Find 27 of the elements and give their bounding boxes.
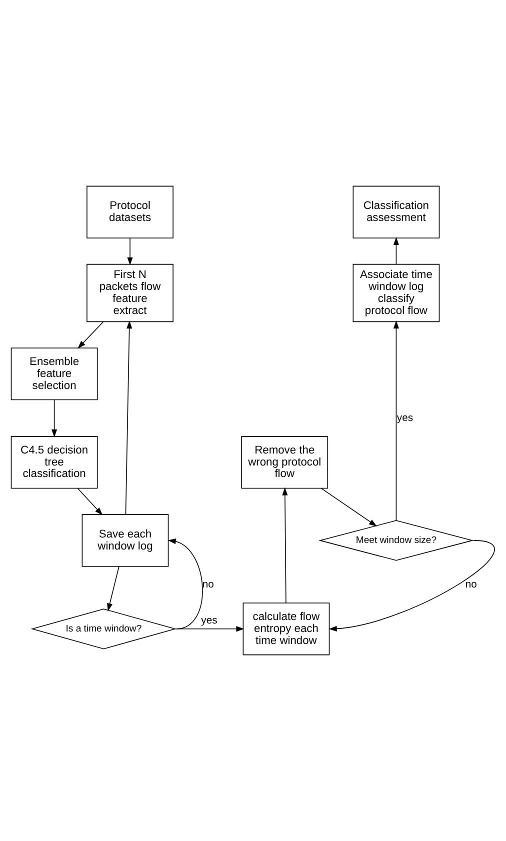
edge-label: yes [396,412,414,424]
edge-label: no [202,579,214,590]
arrow [174,626,244,632]
node-box: Ensemble feature selection [10,348,98,400]
arrow [282,487,288,604]
arrow [168,538,203,630]
edge-label: no [465,579,477,590]
edge-label: yes [201,616,218,627]
node-box: Associate time window log classify protocol flow [352,264,440,322]
arrow [393,320,399,521]
arrow [393,237,399,264]
arrow [107,566,120,612]
node-box: Classification assessment [352,186,440,238]
node-box: Save each window log [82,514,169,567]
node-box: First N packets flow feature extract [86,264,174,322]
arrow [77,488,103,516]
arrow [328,540,494,632]
node-diamond: Is a time window? [30,608,177,650]
arrow [127,238,133,266]
node-box: C4.5 decision tree classification [10,436,98,489]
arrow [321,488,377,526]
arrow [52,399,58,438]
node-box: Remove the wrong protocol flow [241,436,328,489]
arrow [125,320,132,515]
node-box: Protocol datasets [86,186,174,238]
node-box: calculate flow entropy each time window [242,602,330,656]
arrow [78,321,104,349]
